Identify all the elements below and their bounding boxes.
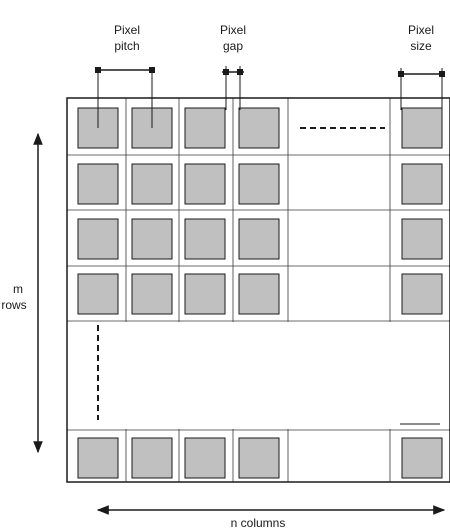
pixel-cell (238, 163, 280, 205)
pixel-gap-label-line1: Pixel (220, 23, 246, 37)
empty-region (68, 322, 449, 429)
pixel-cell (238, 107, 280, 149)
pixel-cell (401, 163, 443, 205)
pixel-cell (401, 273, 443, 315)
pixel-size-dimension (398, 68, 445, 110)
pixel-grid (67, 98, 450, 482)
pixel-gap-dimension (222, 66, 244, 110)
pixel-cell (184, 437, 226, 479)
pixel-cell (77, 163, 119, 205)
pixel-cell (401, 218, 443, 260)
pixel-size-label-line2: size (410, 39, 432, 53)
pixel-cell (131, 218, 173, 260)
array-frame (66, 97, 450, 483)
pixel-cell (401, 107, 443, 149)
pixel-cell (131, 437, 173, 479)
pixel-cell (184, 107, 226, 149)
pixel-cells (77, 107, 443, 479)
m-rows-label-line2: rows (1, 298, 26, 312)
pixel-pitch-label-line1: Pixel (114, 23, 140, 37)
pixel-cell (77, 273, 119, 315)
pixel-cell (184, 273, 226, 315)
pixel-gap-label-line2: gap (223, 39, 243, 53)
pixel-cell (401, 437, 443, 479)
pixel-cell (184, 218, 226, 260)
pixel-cell (238, 273, 280, 315)
pixel-size-label-line1: Pixel (408, 23, 434, 37)
n-columns-label: n columns (231, 516, 286, 529)
pixel-cell (77, 437, 119, 479)
pixel-cell (131, 273, 173, 315)
pixel-cell (184, 163, 226, 205)
pixel-cell (238, 218, 280, 260)
pixel-cell (77, 218, 119, 260)
pixel-cell (131, 163, 173, 205)
m-rows-label-line1: m (13, 282, 23, 296)
pixel-pitch-dimension (95, 67, 155, 128)
pixel-pitch-label-line2: pitch (114, 39, 139, 53)
pixel-cell (238, 437, 280, 479)
